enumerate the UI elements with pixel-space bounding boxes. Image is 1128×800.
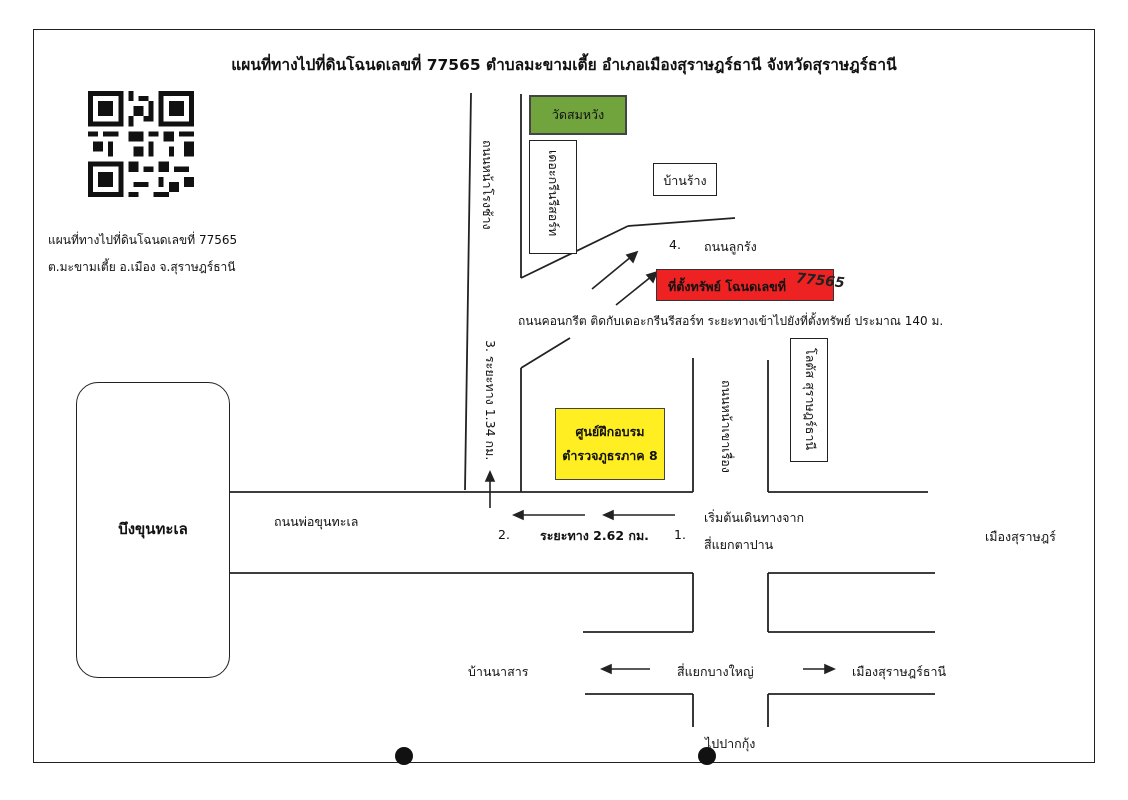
property-box <box>656 269 834 301</box>
muang-surat-thani-label: เมืองสุราษฎร์ธานี <box>852 664 947 679</box>
qr-code <box>88 91 194 197</box>
resort-box <box>529 140 577 254</box>
training-center-box <box>555 408 665 480</box>
step2-distance: ระยะทาง 2.62 กม. <box>540 528 649 543</box>
ban-na-san-label: บ้านนาสาร <box>468 664 529 679</box>
step4-number: 4. <box>669 237 681 252</box>
step3-distance: 3. ระยะทาง 1.34 กม. <box>483 340 498 461</box>
muang-surat-label: เมืองสุราษฎร์ <box>985 529 1056 544</box>
lotus-box <box>790 338 828 462</box>
ban-rang-label: บ้านร้าง <box>663 173 707 188</box>
caption-line1: แผนที่ทางไปที่ดินโฉนดเลขที่ 77565 <box>48 233 238 247</box>
bang-yai-intersection-label: สี่แยกบางใหญ่ <box>677 664 754 679</box>
pho-khun-thale-road-label: ถนนพ่อขุนทะเล <box>274 514 359 529</box>
na-pho-rang-road-label: ถนนหน้าโรงช้าง <box>480 140 495 230</box>
property-label: ที่ตั้งทรัพย์ โฉนดเลขที่ <box>668 279 786 294</box>
caption-line2: ต.มะขามเตี้ย อ.เมือง จ.สุราษฎร์ธานี <box>48 260 236 274</box>
map-frame <box>33 29 1095 763</box>
step1-text: เริ่มต้นเดินทางจาก <box>704 510 805 525</box>
concrete-road-note: ถนนคอนกรีต ติดกับเดอะกรีนรีสอร์ท ระยะทาง… <box>518 314 944 328</box>
lake-bung-khun-thale <box>76 382 230 678</box>
luk-rang-road-label: ถนนลูกรัง <box>704 239 757 254</box>
wat-som-wang-box <box>529 95 627 135</box>
khao-rang-road-label: ถนนหน้าเขาเรื่อง <box>719 380 734 473</box>
pak-kung-label: ไปปากกุ้ง <box>705 736 756 751</box>
step1-number: 1. <box>674 527 686 542</box>
resort-label: เดอะกรีนรีสอร์ท <box>546 150 561 237</box>
lotus-label: โลตัส สุราษฎร์ธานี <box>803 348 818 450</box>
wat-label: วัดสมหวัง <box>551 107 605 122</box>
step2-number: 2. <box>498 527 510 542</box>
training-line2: ตำรวจภูธรภาค 8 <box>562 448 658 463</box>
lake-label: บึงขุนทะเล <box>118 520 188 538</box>
ban-rang-box <box>653 163 717 196</box>
training-line1: ศูนย์ฝึกอบรม <box>575 424 645 439</box>
step1-sub: สี่แยกตาปาน <box>704 537 774 552</box>
map-title: แผนที่ทางไปที่ดินโฉนดเลขที่ 77565 ตำบลมะ… <box>231 56 897 74</box>
